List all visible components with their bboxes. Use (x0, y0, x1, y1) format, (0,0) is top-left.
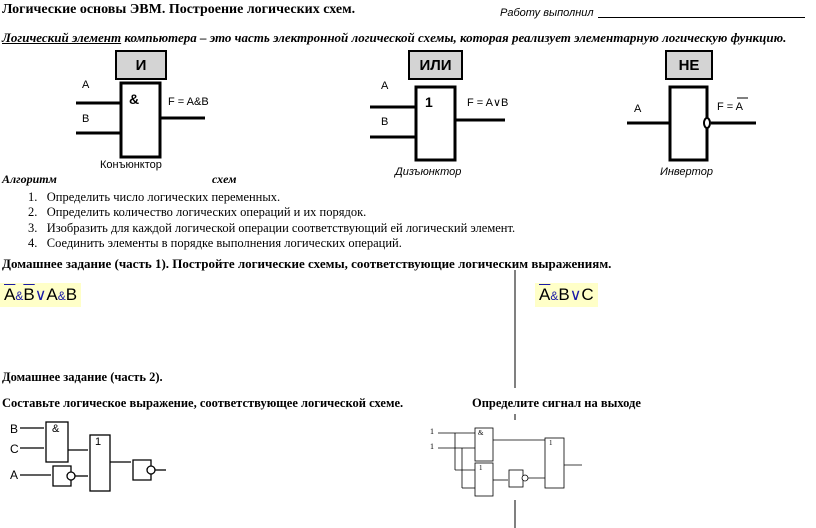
and-symbol: & (129, 91, 140, 107)
or-gate-title: ИЛИ (408, 50, 463, 80)
not-caption: Инвертор (660, 166, 713, 178)
and-input-a: A (82, 79, 90, 91)
page-title: Логические основы ЭВМ. Построение логиче… (2, 2, 356, 17)
left-and-symbol: & (52, 423, 60, 435)
and-gate-title: И (115, 50, 167, 80)
definition-text: компьютера – это часть электронной логич… (121, 30, 787, 45)
hw1-heading: Домашнее задание (часть 1). Постройте ло… (2, 256, 612, 271)
list-item: 3. Изобразить для каждой логической опер… (28, 220, 516, 235)
definition: Логический элемент компьютера – это част… (2, 30, 786, 46)
algorithm-heading-end: схем (212, 172, 237, 186)
name-field-line[interactable] (598, 17, 805, 18)
hw2-heading: Домашнее задание (часть 2). (2, 370, 163, 384)
and-caption: Конъюнктор (100, 159, 162, 171)
or-formula: F = A∨B (467, 97, 509, 109)
not-input-a: A (634, 103, 642, 115)
right-or-symbol-2: 1 (549, 439, 553, 447)
hw2-task-left: Составьте логическое выражение, соответс… (2, 396, 404, 410)
right-circuit (438, 427, 582, 497)
right-and-symbol: & (478, 429, 484, 437)
right-input-2: 1 (430, 442, 434, 451)
right-input-1: 1 (430, 427, 434, 436)
expression-1: A&B∨A&B (0, 283, 82, 307)
or-gate-body (414, 85, 457, 162)
and-gate-body (119, 81, 162, 159)
expression-2: A&B∨C (535, 283, 598, 307)
or-input-a: A (381, 80, 389, 92)
and-formula: F = A&B (168, 96, 209, 108)
list-item: 4. Соединить элементы в порядке выполнен… (28, 235, 402, 250)
or-caption: Дизъюнктор (395, 166, 462, 178)
not-formula: F = A (717, 101, 743, 113)
work-done-by-label: Работу выполнил (500, 7, 594, 19)
not-gate-title: НЕ (665, 50, 713, 80)
right-or-symbol: 1 (479, 464, 483, 472)
algorithm-steps: 1. Определить число логических переменны… (28, 190, 515, 251)
left-input-a: A (10, 468, 19, 482)
or-symbol: 1 (425, 94, 433, 110)
or-input-b: B (381, 116, 389, 128)
hw2-task-right: Определите сигнал на выходе (472, 396, 641, 410)
left-or-symbol: 1 (95, 436, 102, 448)
left-circuit (20, 421, 166, 492)
left-input-c: C (10, 442, 19, 456)
not-gate-body (668, 85, 709, 162)
list-item: 2. Определить количество логических опер… (28, 205, 367, 220)
left-input-b: B (10, 422, 19, 436)
algorithm-heading-start: Алгоритм (2, 172, 57, 186)
list-item: 1. Определить число логических переменны… (28, 190, 281, 204)
and-input-b: B (82, 113, 90, 125)
definition-term: Логический элемент (2, 30, 122, 45)
